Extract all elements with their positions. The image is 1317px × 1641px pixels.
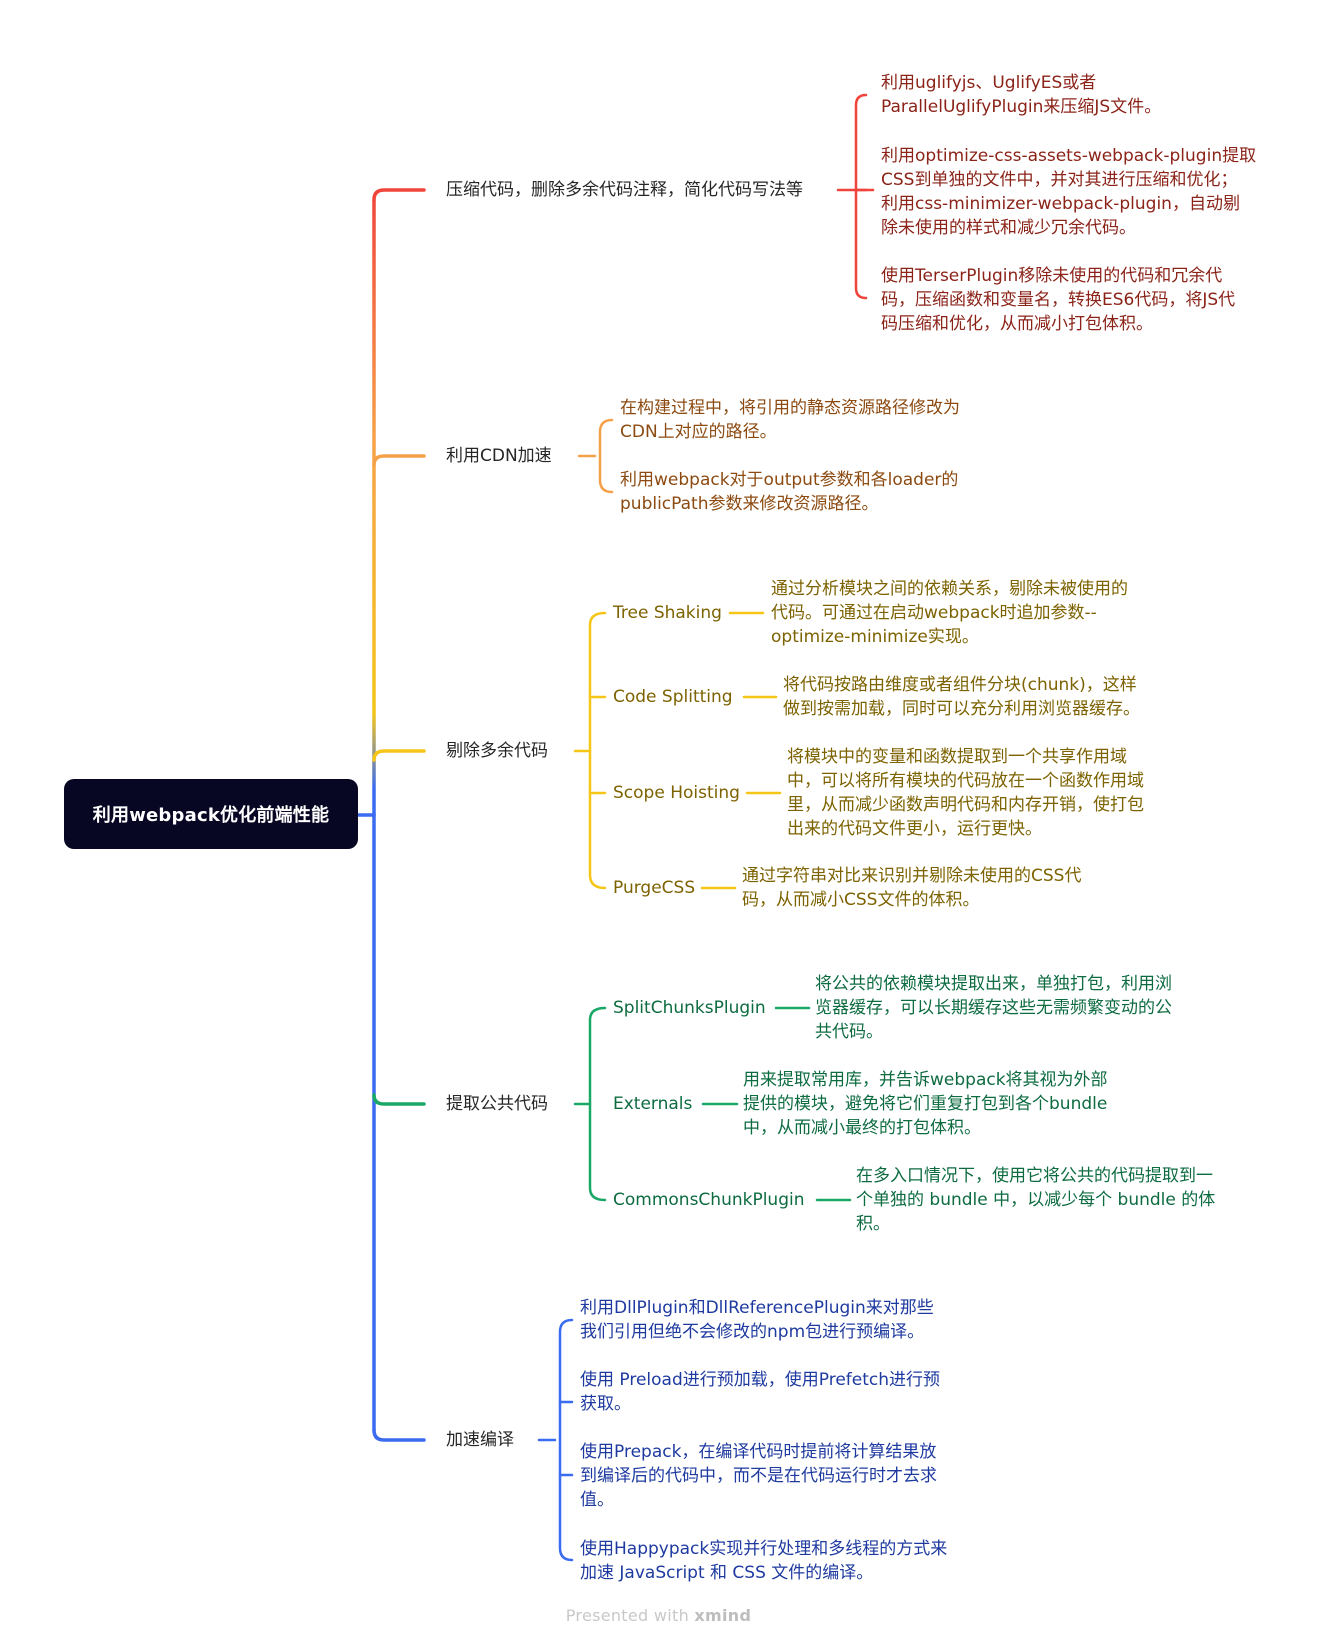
sub-scope-hoisting-label: Scope Hoisting	[613, 783, 740, 803]
leaf-line: 利用optimize-css-assets-webpack-plugin提取	[881, 146, 1257, 166]
trunk-line	[372, 188, 426, 202]
leaf-line: 将模块中的变量和函数提取到一个共享作用域	[787, 747, 1127, 767]
desc-externals[interactable]: 用来提取常用库，并告诉webpack将其视为外部 提供的模块，避免将它们重复打包…	[743, 1068, 1108, 1140]
leaf-line: 利用webpack对于output参数和各loader的	[620, 470, 959, 490]
branch-extract[interactable]: 提取公共代码	[446, 1092, 548, 1116]
branch-remove[interactable]: 剔除多余代码	[446, 739, 548, 763]
leaf-line: 使用Happypack实现并行处理和多线程的方式来	[580, 1539, 948, 1559]
sub-purgecss-label: PurgeCSS	[613, 878, 696, 898]
leaf-speed-4[interactable]: 使用Happypack实现并行处理和多线程的方式来 加速 JavaScript …	[580, 1537, 947, 1585]
leaf-line: 中，可以将所有模块的代码放在一个函数作用域	[787, 771, 1144, 791]
leaf-line: CSS到单独的文件中，并对其进行压缩和优化；	[881, 170, 1238, 190]
leaf-cdn-2[interactable]: 利用webpack对于output参数和各loader的 publicPath参…	[620, 468, 958, 516]
sub-commonschunkplugin-label: CommonsChunkPlugin	[613, 1190, 805, 1210]
leaf-line: 通过字符串对比来识别并剔除未使用的CSS代	[742, 866, 1082, 886]
leaf-line: 中，从而减小最终的打包体积。	[743, 1118, 981, 1138]
leaf-line: ParallelUglifyPlugin来压缩JS文件。	[881, 97, 1162, 117]
leaf-compress-1[interactable]: 利用uglifyjs、UglifyES或者 ParallelUglifyPlug…	[881, 71, 1161, 119]
branch-compress[interactable]: 压缩代码，删除多余代码注释，简化代码写法等	[446, 178, 803, 202]
leaf-line: 除未使用的样式和减少冗余代码。	[881, 218, 1136, 238]
sub-scope-hoisting[interactable]: Scope Hoisting	[613, 781, 740, 805]
sub-code-splitting[interactable]: Code Splitting	[613, 685, 733, 709]
sub-externals[interactable]: Externals	[613, 1092, 692, 1116]
leaf-line: 里，从而减少函数声明代码和内存开销，使打包	[787, 795, 1144, 815]
leaf-line: optimize-minimize实现。	[771, 627, 979, 647]
leaf-line: 码压缩和优化，从而减小打包体积。	[881, 314, 1153, 334]
branch-cdn-label: 利用CDN加速	[446, 446, 552, 466]
leaf-line: 用来提取常用库，并告诉webpack将其视为外部	[743, 1070, 1108, 1090]
leaf-line: 码，压缩函数和变量名，转换ES6代码，将JS代	[881, 290, 1236, 310]
leaf-line: 利用css-minimizer-webpack-plugin，自动剔	[881, 194, 1240, 214]
leaf-line: 在构建过程中，将引用的静态资源路径修改为	[620, 398, 960, 418]
leaf-line: 做到按需加载，同时可以充分利用浏览器缓存。	[783, 699, 1140, 719]
leaf-line: 使用Prepack，在编译代码时提前将计算结果放	[580, 1442, 937, 1462]
leaf-line: CDN上对应的路径。	[620, 422, 777, 442]
leaf-line: 码，从而减小CSS文件的体积。	[742, 890, 980, 910]
leaf-line: 我们引用但绝不会修改的npm包进行预编译。	[580, 1322, 925, 1342]
leaf-line: 利用DllPlugin和DllReferencePlugin来对那些	[580, 1298, 934, 1318]
branch-link-remove	[372, 749, 426, 762]
leaf-speed-3[interactable]: 使用Prepack，在编译代码时提前将计算结果放 到编译后的代码中，而不是在代码…	[580, 1440, 937, 1512]
leaf-speed-1[interactable]: 利用DllPlugin和DllReferencePlugin来对那些 我们引用但…	[580, 1296, 934, 1344]
desc-splitchunksplugin[interactable]: 将公共的依赖模块提取出来，单独打包，利用浏 览器缓存，可以长期缓存这些无需频繁变…	[815, 972, 1172, 1044]
branch-link-cdn	[372, 454, 426, 467]
footer-brand: xmind	[694, 1606, 752, 1625]
leaf-line: publicPath参数来修改资源路径。	[620, 494, 879, 514]
leaf-line: 通过分析模块之间的依赖关系，剔除未被使用的	[771, 579, 1128, 599]
sub-tree-shaking[interactable]: Tree Shaking	[613, 601, 722, 625]
leaf-line: 将代码按路由维度或者组件分块(chunk)，这样	[783, 675, 1137, 695]
leaf-line: 将公共的依赖模块提取出来，单独打包，利用浏	[815, 974, 1172, 994]
desc-tree-shaking[interactable]: 通过分析模块之间的依赖关系，剔除未被使用的 代码。可通过在启动webpack时追…	[771, 577, 1128, 649]
footer-watermark: Presented with xmind	[0, 1606, 1317, 1625]
branch-speed-label: 加速编译	[446, 1430, 514, 1450]
leaf-line: 共代码。	[815, 1022, 883, 1042]
branch-link-speed	[372, 1428, 426, 1442]
branch-compress-label: 压缩代码，删除多余代码注释，简化代码写法等	[446, 180, 803, 200]
leaf-compress-3[interactable]: 使用TerserPlugin移除未使用的代码和冗余代 码，压缩函数和变量名，转换…	[881, 264, 1235, 336]
leaf-speed-2[interactable]: 使用 Preload进行预加载，使用Prefetch进行预 获取。	[580, 1368, 940, 1416]
sub-tree-shaking-label: Tree Shaking	[613, 603, 722, 623]
leaf-line: 使用 Preload进行预加载，使用Prefetch进行预	[580, 1370, 941, 1390]
branch-remove-label: 剔除多余代码	[446, 741, 548, 761]
leaf-line: 加速 JavaScript 和 CSS 文件的编译。	[580, 1563, 874, 1583]
leaf-line: 获取。	[580, 1394, 631, 1414]
desc-commonschunkplugin[interactable]: 在多入口情况下，使用它将公共的代码提取到一 个单独的 bundle 中，以减少每…	[856, 1164, 1215, 1236]
desc-scope-hoisting[interactable]: 将模块中的变量和函数提取到一个共享作用域 中，可以将所有模块的代码放在一个函数作…	[787, 745, 1144, 841]
sub-splitchunksplugin[interactable]: SplitChunksPlugin	[613, 996, 766, 1020]
footer-prefix: Presented with	[565, 1606, 690, 1625]
desc-code-splitting[interactable]: 将代码按路由维度或者组件分块(chunk)，这样 做到按需加载，同时可以充分利用…	[783, 673, 1140, 721]
leaf-line: 览器缓存，可以长期缓存这些无需频繁变动的公	[815, 998, 1172, 1018]
leaf-line: 在多入口情况下，使用它将公共的代码提取到一	[856, 1166, 1213, 1186]
branch-cdn[interactable]: 利用CDN加速	[446, 444, 552, 468]
sub-commonschunkplugin[interactable]: CommonsChunkPlugin	[613, 1188, 805, 1212]
sub-splitchunksplugin-label: SplitChunksPlugin	[613, 998, 766, 1018]
root-topic-label: 利用webpack优化前端性能	[92, 805, 330, 826]
leaf-compress-2[interactable]: 利用optimize-css-assets-webpack-plugin提取 C…	[881, 144, 1256, 240]
leaf-line: 利用uglifyjs、UglifyES或者	[881, 73, 1097, 93]
branch-speed[interactable]: 加速编译	[446, 1428, 514, 1452]
sub-code-splitting-label: Code Splitting	[613, 687, 733, 707]
sub-purgecss[interactable]: PurgeCSS	[613, 876, 695, 900]
desc-purgecss[interactable]: 通过字符串对比来识别并剔除未使用的CSS代 码，从而减小CSS文件的体积。	[742, 864, 1081, 912]
root-topic[interactable]: 利用webpack优化前端性能	[64, 779, 358, 849]
leaf-line: 代码。可通过在启动webpack时追加参数--	[771, 603, 1097, 623]
leaf-line: 到编译后的代码中，而不是在代码运行时才去求	[580, 1466, 937, 1486]
leaf-line: 个单独的 bundle 中，以减少每个 bundle 的体	[856, 1190, 1216, 1210]
leaf-cdn-1[interactable]: 在构建过程中，将引用的静态资源路径修改为 CDN上对应的路径。	[620, 396, 960, 444]
leaf-line: 积。	[856, 1214, 890, 1234]
branch-link-extract	[372, 1093, 426, 1106]
branch-extract-label: 提取公共代码	[446, 1094, 548, 1114]
sub-externals-label: Externals	[613, 1094, 693, 1114]
leaf-line: 出来的代码文件更小，运行更快。	[787, 819, 1042, 839]
leaf-line: 使用TerserPlugin移除未使用的代码和冗余代	[881, 266, 1223, 286]
leaf-line: 值。	[580, 1490, 614, 1510]
leaf-line: 提供的模块，避免将它们重复打包到各个bundle	[743, 1094, 1108, 1114]
